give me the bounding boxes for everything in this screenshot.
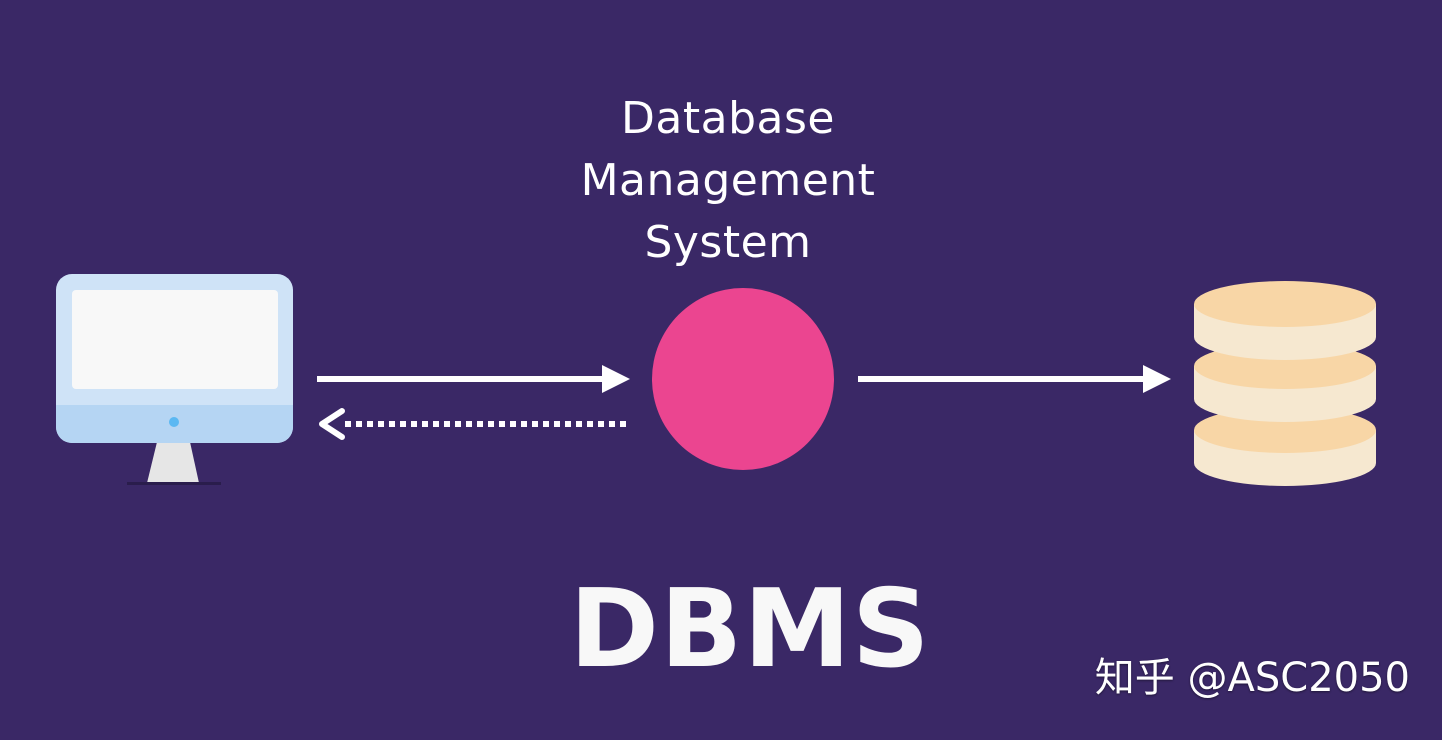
title-line-2: Management xyxy=(580,155,876,206)
database-cylinder-icon xyxy=(1194,281,1376,486)
response-arrow xyxy=(319,408,626,440)
monitor-stand xyxy=(147,442,199,483)
monitor-icon xyxy=(56,274,293,485)
request-arrow xyxy=(317,365,630,393)
dbms-caption: DBMS xyxy=(569,567,931,692)
title-line-3: System xyxy=(644,217,812,268)
query-arrow xyxy=(858,365,1171,393)
title-line-1: Database xyxy=(621,93,835,144)
monitor-screen xyxy=(72,290,278,389)
dbms-title: Database Management System xyxy=(528,88,928,274)
dbms-node xyxy=(652,288,834,470)
watermark: 知乎 @ASC2050 xyxy=(1094,655,1410,701)
monitor-stand-base xyxy=(127,482,221,485)
monitor-power-led xyxy=(169,417,179,427)
